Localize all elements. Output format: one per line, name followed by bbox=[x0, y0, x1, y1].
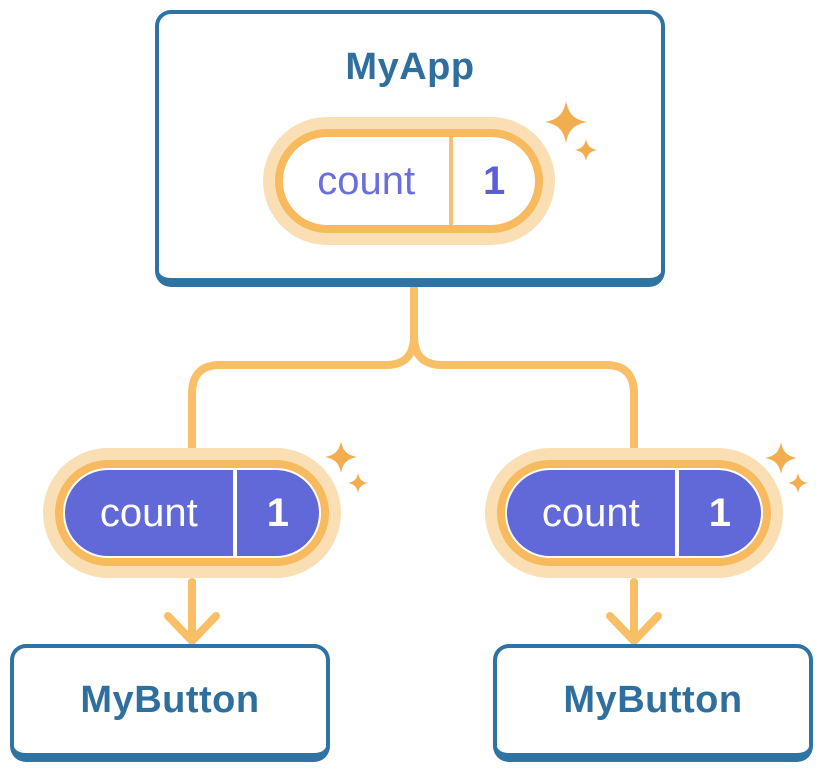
state-value-label: 1 bbox=[483, 158, 506, 203]
prop-value-label: 1 bbox=[708, 490, 731, 535]
pill-ring: count 1 bbox=[497, 460, 771, 566]
prop-value-label: 1 bbox=[266, 490, 289, 535]
root-state-pill: count 1 bbox=[263, 117, 555, 245]
left-child-component-card: MyButton bbox=[10, 644, 330, 762]
pill-ring: count 1 bbox=[55, 460, 329, 566]
left-prop-pill: count 1 bbox=[43, 448, 341, 578]
connector-trunk-right-branch bbox=[410, 284, 638, 452]
arrow-left-head-icon bbox=[164, 612, 220, 645]
root-component-title: MyApp bbox=[345, 46, 475, 88]
right-child-component-title: MyButton bbox=[563, 679, 743, 721]
connector-trunk-left-branch bbox=[188, 284, 418, 452]
right-prop-pill: count 1 bbox=[485, 448, 783, 578]
pill-body: count 1 bbox=[505, 468, 763, 558]
pill-ring: count 1 bbox=[275, 129, 543, 233]
pill-divider bbox=[232, 470, 237, 556]
left-child-component-title: MyButton bbox=[80, 679, 260, 721]
state-name-label: count bbox=[317, 158, 416, 203]
right-child-component-card: MyButton bbox=[493, 644, 813, 762]
pill-divider bbox=[674, 470, 679, 556]
prop-name-label: count bbox=[99, 490, 198, 535]
pill-body: count 1 bbox=[63, 468, 321, 558]
pill-divider bbox=[449, 137, 454, 225]
arrow-right-head-icon bbox=[606, 612, 662, 645]
pill-body: count 1 bbox=[283, 137, 535, 225]
prop-name-label: count bbox=[541, 490, 640, 535]
